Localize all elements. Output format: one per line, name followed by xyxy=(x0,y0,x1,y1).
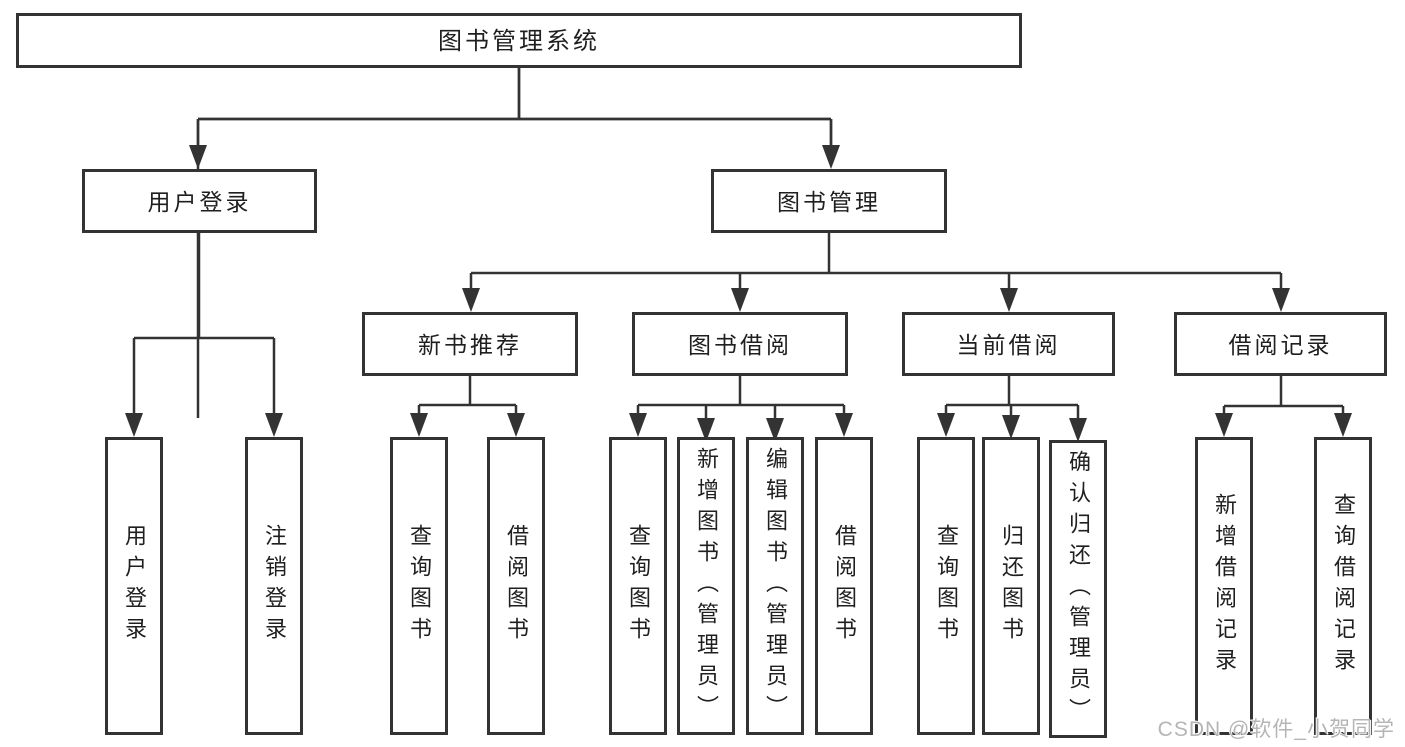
leaf-query-borrow-record: 查询借阅记录 xyxy=(1314,437,1372,735)
node-user-login: 用户登录 xyxy=(82,169,317,233)
node-library-management-system: 图书管理系统 xyxy=(16,13,1022,68)
leaf-borrow-books: 借阅图书 xyxy=(815,437,873,735)
csdn-watermark: CSDN @软件_小贺同学 xyxy=(1157,718,1395,741)
node-book-borrowing: 图书借阅 xyxy=(632,312,848,376)
node-current-borrowing: 当前借阅 xyxy=(902,312,1115,376)
leaf-confirm-return-admin: 确认归还（管理员） xyxy=(1049,440,1107,738)
leaf-add-borrow-record: 新增借阅记录 xyxy=(1195,437,1253,735)
leaf-borrow-books-recommend: 借阅图书 xyxy=(487,437,545,735)
leaf-return-books: 归还图书 xyxy=(982,437,1040,735)
node-book-management: 图书管理 xyxy=(711,169,947,233)
leaf-query-books-borrow: 查询图书 xyxy=(609,437,667,735)
node-borrowing-records: 借阅记录 xyxy=(1174,312,1387,376)
leaf-edit-books-admin: 编辑图书（管理员） xyxy=(746,437,804,735)
leaf-query-books-current: 查询图书 xyxy=(917,437,975,735)
node-new-book-recommendation: 新书推荐 xyxy=(362,312,578,376)
leaf-logout: 注销登录 xyxy=(245,437,303,735)
leaf-add-books-admin: 新增图书（管理员） xyxy=(677,437,735,735)
leaf-query-books-recommend: 查询图书 xyxy=(390,437,448,735)
leaf-user-login: 用户登录 xyxy=(105,437,163,735)
